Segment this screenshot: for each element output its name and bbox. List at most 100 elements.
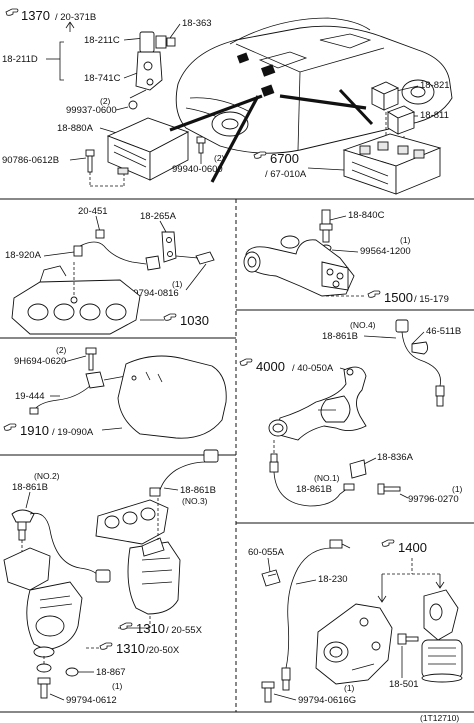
- label-18-211D: 18-211D: [2, 54, 38, 65]
- label-18-861B-no3: 18-861B: [180, 485, 216, 496]
- label-9H694-0620: 9H694-0620: [14, 356, 66, 367]
- label-99564-qty: (1): [400, 235, 411, 245]
- label-18-880A: 18-880A: [57, 123, 94, 134]
- label-18-861B-no4: 18-861B: [322, 331, 358, 342]
- label-18-836A: 18-836A: [377, 452, 414, 463]
- label-99940-qty: (2): [214, 153, 225, 163]
- ref-6700: 6700: [270, 151, 299, 166]
- ref-1310a-sub: / 20-55X: [166, 625, 203, 636]
- transmission-case: [117, 355, 227, 439]
- label-99564-1200: 99564-1200: [360, 246, 411, 257]
- bolt-99796: [377, 483, 401, 495]
- ref-1310b-sub: /20-50X: [146, 645, 180, 656]
- exhaust-manifold-center: [95, 499, 181, 615]
- section-sensor-transmission: (2) 9H694-0620 19-444 1910 / 19-090A: [3, 345, 227, 439]
- relay-block: [342, 133, 442, 195]
- section-exhaust-manifold: (NO.2) 18-861B 18-867 (1) 99794-06: [3, 449, 219, 706]
- top-section: 1370 / 20-371B 18-211C 18-211D 18-741C 1…: [2, 8, 453, 195]
- label-18-861B-no1-note: (NO.1): [314, 473, 340, 483]
- label-18-741C: 18-741C: [84, 73, 121, 84]
- bolt-99794b: [37, 677, 51, 699]
- ref-1370-sub: / 20-371B: [55, 12, 96, 23]
- timing-cover: [315, 603, 393, 685]
- temperature-sensor: [319, 209, 333, 243]
- label-18-230: 18-230: [318, 574, 348, 585]
- label-18-861B-no3-note: (NO.3): [182, 496, 208, 506]
- label-20-451: 20-451: [78, 206, 108, 217]
- label-19-444: 19-444: [15, 391, 45, 402]
- ref-1500: 1500: [384, 290, 413, 305]
- ref-1310a: 1310: [136, 621, 165, 636]
- vehicle-illustration: [169, 17, 453, 183]
- ecu-unit: [106, 117, 190, 181]
- thermostat-housing: [243, 235, 355, 297]
- label-99937-qty: (2): [100, 96, 111, 106]
- section-exhaust-front-pipe: (NO.4) 18-861B 46-511B 4000 / 40-050A 18…: [239, 319, 463, 507]
- label-99794c-qty: (1): [344, 683, 355, 693]
- ref-1400: 1400: [398, 540, 427, 555]
- oxygen-sensor-no4: [395, 319, 445, 407]
- reference-hand-icon: [5, 8, 19, 16]
- label-18-821: 18-821: [420, 80, 450, 91]
- cylinder-head: [11, 265, 141, 335]
- label-18-211C: 18-211C: [84, 35, 120, 46]
- label-18-265A: 18-265A: [140, 211, 177, 222]
- bolt-9H694: [85, 347, 97, 371]
- label-18-861B-no4-note: (NO.4): [350, 320, 376, 330]
- label-99794-0612: 99794-0612: [66, 695, 117, 706]
- label-18-920A: 18-920A: [5, 250, 42, 261]
- section-coolant-sensor: 18-840C (1) 99564-1200 1500 / 15-179: [243, 209, 449, 305]
- label-46-511B: 46-511B: [426, 326, 461, 337]
- label-60-055A: 60-055A: [248, 547, 285, 558]
- label-99794-0616G: 99794-0616G: [298, 695, 356, 706]
- sensor-assembly: [129, 31, 176, 99]
- label-99794b-qty: (1): [112, 681, 123, 691]
- label-18-867: 18-867: [96, 667, 126, 678]
- reference-hand-icon: [239, 358, 253, 366]
- label-18-501: 18-501: [389, 679, 419, 690]
- label-18-861B-no1: 18-861B: [296, 484, 332, 495]
- exhaust-manifold-left: [3, 547, 83, 658]
- exhaust-front-pipe: [268, 366, 367, 441]
- label-99937-0600: 99937-0600: [66, 105, 117, 116]
- reference-hand-icon: [163, 313, 177, 321]
- label-18-811: 18-811: [420, 110, 449, 121]
- reference-hand-icon: [381, 539, 395, 547]
- diagram-code: (1T12710): [420, 713, 459, 723]
- ref-4000: 4000: [256, 359, 285, 374]
- oxygen-sensor-no3: [149, 449, 219, 497]
- reference-hand-icon: [3, 423, 17, 431]
- ref-6700-sub: / 67-010A: [265, 169, 307, 180]
- bolt-90786: [85, 149, 95, 173]
- oxygen-sensor-no1: [269, 453, 355, 507]
- section-oxygen-sensor-head: 20-451 18-265A 18-920A (1) 99794-0816: [5, 206, 215, 335]
- reference-hand-icon: [99, 642, 113, 650]
- ref-4000-sub: / 40-050A: [292, 363, 334, 374]
- relay-18-811: [386, 105, 416, 135]
- section-borders: [0, 198, 474, 713]
- oxygen-sensor-no2: [11, 509, 111, 583]
- label-18-363: 18-363: [182, 18, 212, 29]
- label-18-861B-no2: 18-861B: [12, 482, 48, 493]
- label-18-840C: 18-840C: [348, 210, 385, 221]
- label-99796-0270: 99796-0270: [408, 494, 459, 505]
- ref-1370: 1370: [21, 8, 50, 23]
- label-99796-qty: (1): [452, 484, 463, 494]
- relay-18-821: [370, 81, 400, 111]
- ref-1310b: 1310: [116, 641, 145, 656]
- reference-hand-icon: [367, 290, 381, 298]
- bolt-99794c: [261, 681, 275, 703]
- oil-filter-assembly: [421, 589, 463, 683]
- ref-1500-sub: / 15-179: [414, 294, 449, 305]
- harness-18-230: [281, 539, 351, 691]
- ref-1910: 1910: [20, 423, 49, 438]
- connector-60-055A: [261, 569, 281, 587]
- label-9H694-qty: (2): [56, 345, 67, 355]
- ref-1910-sub: / 19-090A: [52, 427, 94, 438]
- label-99940-0600: 99940-0600: [172, 164, 223, 175]
- label-99794a-qty: (1): [172, 279, 183, 289]
- label-90786-0612B: 90786-0612B: [2, 155, 59, 166]
- label-99794-0816: 99794-0816: [128, 288, 179, 299]
- section-speed-sensor: 60-055A 18-230 1400: [248, 539, 463, 706]
